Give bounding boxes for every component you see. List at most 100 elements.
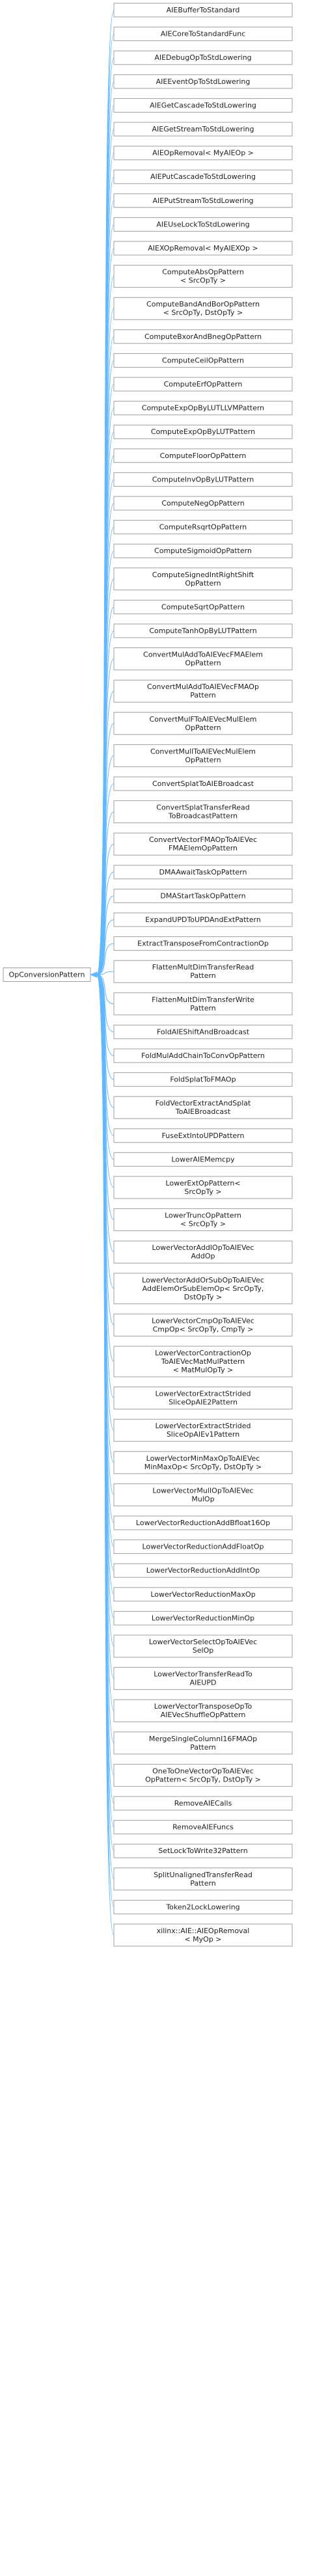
class-node-n44[interactable]: FuseExtIntoUPDPattern: [113, 1128, 293, 1143]
class-node-n1[interactable]: AIEBufferToStandard: [113, 3, 293, 18]
class-node-n11[interactable]: AIEXOpRemoval< MyAIEXOp >: [113, 241, 293, 256]
class-node-n12[interactable]: ComputeAbsOpPattern< SrcOpTy >: [113, 265, 293, 288]
class-node-n23[interactable]: ComputeSigmoidOpPattern: [113, 543, 293, 558]
class-node-n7[interactable]: AIEOpRemoval< MyAIEOp >: [113, 146, 293, 161]
class-node-n2[interactable]: AIECoreToStandardFunc: [113, 27, 293, 42]
node-label: Pattern: [190, 1879, 216, 1888]
class-node-n15[interactable]: ComputeCeilOpPattern: [113, 353, 293, 368]
class-node-n17[interactable]: ComputeExpOpByLUTLLVMPattern: [113, 401, 293, 416]
class-node-n42[interactable]: FoldSplatToFMAOp: [113, 1072, 293, 1087]
class-node-n18[interactable]: ComputeExpOpByLUTPattern: [113, 424, 293, 439]
node-label: AIEPutCascadeToStdLowering: [150, 172, 256, 181]
class-node-n70[interactable]: Token2LockLowering: [113, 1899, 293, 1914]
node-label: FoldAIEShiftAndBroadcast: [157, 1027, 250, 1036]
class-node-n9[interactable]: AIEPutStreamToStdLowering: [113, 193, 293, 208]
base-class-node[interactable]: OpConversionPattern: [3, 968, 91, 982]
class-node-n19[interactable]: ComputeFloorOpPattern: [113, 448, 293, 463]
class-node-n13[interactable]: ComputeBandAndBorOpPattern< SrcOpTy, Dst…: [113, 297, 293, 320]
class-node-n47[interactable]: LowerTruncOpPattern< SrcOpTy >: [113, 1208, 293, 1232]
class-node-n41[interactable]: FoldMulAddChainToConvOpPattern: [113, 1048, 293, 1063]
node-label: DMAStartTaskOpPattern: [160, 891, 245, 900]
node-box: [113, 265, 293, 288]
class-node-n56[interactable]: LowerVectorReductionAddBfloat16Op: [113, 1515, 293, 1530]
class-node-n37[interactable]: ExtractTransposeFromContractionOp: [113, 936, 293, 951]
class-node-n25[interactable]: ComputeSqrtOpPattern: [113, 599, 293, 614]
class-node-n5[interactable]: AIEGetCascadeToStdLowering: [113, 98, 293, 113]
class-node-n58[interactable]: LowerVectorReductionAddIntOp: [113, 1563, 293, 1578]
class-node-n60[interactable]: LowerVectorReductionMinOp: [113, 1610, 293, 1625]
class-node-n10[interactable]: AIEUseLockToStdLowering: [113, 217, 293, 232]
class-node-n20[interactable]: ComputeInvOpByLUTPattern: [113, 472, 293, 487]
node-label: SetLockToWrite32Pattern: [158, 1847, 247, 1855]
node-label: LowerVectorReductionMaxOp: [150, 1590, 255, 1599]
node-label: OpPattern: [185, 724, 221, 732]
node-label: MinMaxOp< SrcOpTy, DstOpTy >: [144, 1463, 262, 1471]
class-node-n14[interactable]: ComputeBxorAndBnegOpPattern: [113, 329, 293, 344]
class-node-n49[interactable]: LowerVectorAddOrSubOpToAIEVecAddElemOrSu…: [113, 1273, 293, 1305]
class-node-n32[interactable]: ConvertSplatTransferReadToBroadcastPatte…: [113, 800, 293, 824]
class-node-n36[interactable]: ExpandUPDToUPDAndExtPattern: [113, 912, 293, 927]
class-node-n3[interactable]: AIEDebugOpToStdLowering: [113, 50, 293, 65]
class-node-n16[interactable]: ComputeErfOpPattern: [113, 377, 293, 392]
class-node-n71[interactable]: xilinx::AIE::AIEOpRemoval< MyOp >: [113, 1923, 293, 1947]
class-node-n33[interactable]: ConvertVectorFMAOpToAIEVecFMAElemOpPatte…: [113, 832, 293, 856]
class-node-n51[interactable]: LowerVectorContractionOpToAIEVecMatMulPa…: [113, 1346, 293, 1377]
class-node-n45[interactable]: LowerAIEMemcpy: [113, 1152, 293, 1167]
class-node-n52[interactable]: LowerVectorExtractStridedSliceOpAIE2Patt…: [113, 1387, 293, 1410]
class-node-n34[interactable]: DMAAwaitTaskOpPattern: [113, 865, 293, 880]
class-node-n66[interactable]: RemoveAIECalls: [113, 1796, 293, 1811]
class-node-n6[interactable]: AIEGetStreamToStdLowering: [113, 122, 293, 137]
node-label: Pattern: [190, 691, 216, 699]
node-label: DstOpTy >: [184, 1293, 222, 1301]
node-box: [113, 936, 293, 951]
node-box: [113, 424, 293, 439]
class-node-n57[interactable]: LowerVectorReductionAddFloatOp: [113, 1539, 293, 1554]
class-node-n59[interactable]: LowerVectorReductionMaxOp: [113, 1587, 293, 1602]
arrow-icon: [89, 971, 98, 978]
node-box: [3, 968, 91, 982]
node-label: ConvertMulAddToAIEVecFMAElem: [143, 651, 263, 659]
class-node-n8[interactable]: AIEPutCascadeToStdLowering: [113, 169, 293, 184]
class-node-n68[interactable]: SetLockToWrite32Pattern: [113, 1843, 293, 1858]
class-node-n4[interactable]: AIEEventOpToStdLowering: [113, 74, 293, 89]
class-node-n31[interactable]: ConvertSplatToAIEBroadcast: [113, 776, 293, 791]
class-node-n22[interactable]: ComputeRsqrtOpPattern: [113, 520, 293, 535]
node-label: LowerAIEMemcpy: [171, 1155, 235, 1163]
node-label: < MatMulOpTy >: [173, 1366, 234, 1374]
node-label: Pattern: [190, 1004, 216, 1012]
node-label: ExtractTransposeFromContractionOp: [137, 940, 269, 948]
class-node-n21[interactable]: ComputeNegOpPattern: [113, 496, 293, 511]
node-label: AddElemOrSubElemOp< SrcOpTy,: [143, 1284, 264, 1293]
class-node-n67[interactable]: RemoveAIEFuncs: [113, 1820, 293, 1835]
class-node-n35[interactable]: DMAStartTaskOpPattern: [113, 888, 293, 903]
node-label: ToAIEVecMatMulPattern: [161, 1357, 245, 1366]
node-box: [113, 146, 293, 161]
class-node-n46[interactable]: LowerExtOpPattern<SrcOpTy >: [113, 1176, 293, 1199]
class-node-n26[interactable]: ComputeTanhOpByLUTPattern: [113, 623, 293, 638]
class-node-n63[interactable]: LowerVectorTransposeOpToAIEVecShuffleOpP…: [113, 1699, 293, 1722]
node-label: LowerVectorContractionOp: [155, 1349, 251, 1357]
node-label: AIEVecShuffleOpPattern: [161, 1711, 246, 1719]
node-box: [113, 1731, 293, 1755]
node-box: [113, 122, 293, 137]
class-node-n40[interactable]: FoldAIEShiftAndBroadcast: [113, 1024, 293, 1039]
class-node-n53[interactable]: LowerVectorExtractStridedSliceOpAIEv1Pat…: [113, 1418, 293, 1442]
